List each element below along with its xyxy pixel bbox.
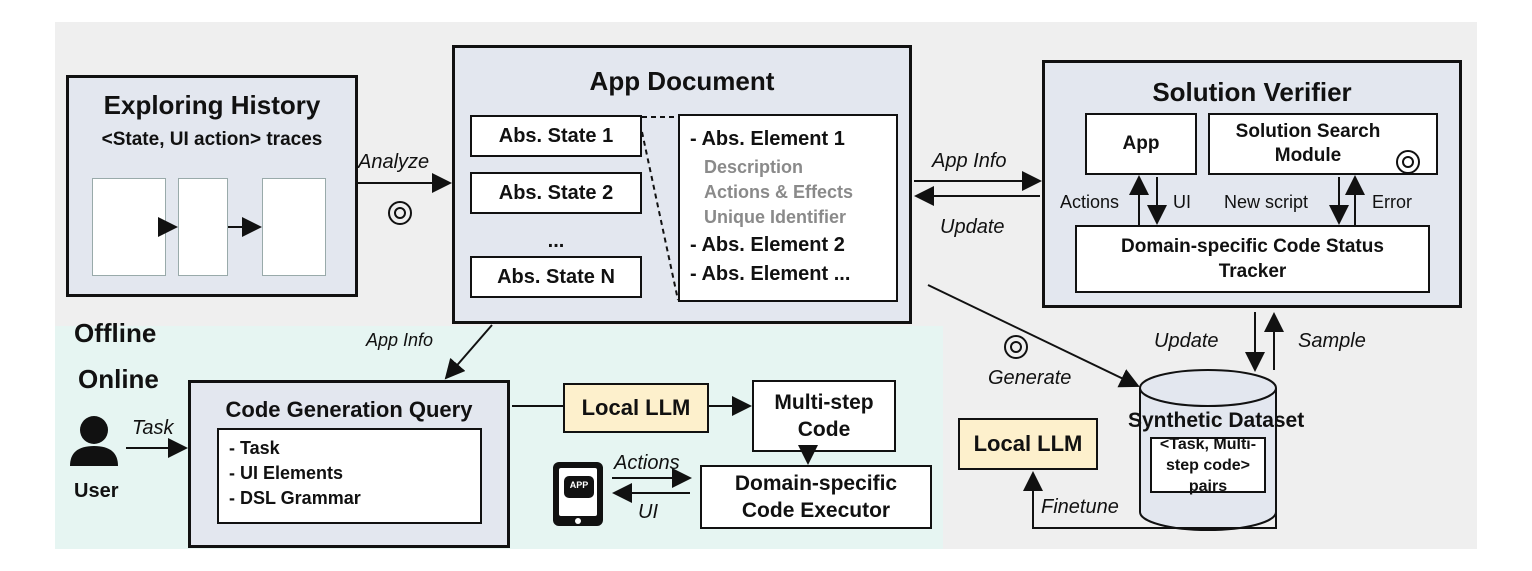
query-item-ui-elements: - UI Elements bbox=[229, 463, 344, 483]
edge-app-info-down: App Info bbox=[366, 330, 434, 350]
edge-sample: Sample bbox=[1298, 330, 1366, 352]
edge-app-info-right: App Info bbox=[932, 150, 1007, 172]
element-description: Description bbox=[704, 157, 804, 177]
user-label: User bbox=[74, 480, 119, 502]
offline-label: Offline bbox=[74, 318, 157, 348]
error-label: Error bbox=[1372, 192, 1412, 212]
code-status-tracker: Domain-specific Code Status Tracker bbox=[1075, 225, 1430, 293]
element-unique-identifier: Unique Identifier bbox=[704, 207, 847, 227]
app-document-title: App Document bbox=[589, 66, 775, 96]
local-llm-offline: Local LLM bbox=[958, 418, 1098, 470]
element-actions-effects: Actions & Effects bbox=[704, 182, 854, 202]
abs-element-box: - Abs. Element 1 Description Actions & E… bbox=[678, 114, 898, 302]
solution-verifier-title: Solution Verifier bbox=[1152, 77, 1352, 107]
openai-icon-analyze bbox=[388, 201, 412, 225]
edge-generate: Generate bbox=[988, 367, 1072, 389]
edge-update-left: Update bbox=[940, 216, 1005, 238]
online-label: Online bbox=[78, 364, 159, 394]
phone-icon bbox=[553, 462, 603, 526]
multi-step-code-box: Multi-step Code bbox=[752, 380, 896, 452]
solution-search-module: Solution Search Module bbox=[1208, 113, 1438, 175]
app-box: App bbox=[1085, 113, 1197, 175]
query-item-dsl-grammar: - DSL Grammar bbox=[229, 488, 361, 508]
ui-label: UI bbox=[1173, 192, 1191, 212]
abs-element-2: - Abs. Element 2 bbox=[690, 234, 845, 256]
screenshot-thumbnail-3 bbox=[262, 178, 326, 276]
openai-icon-search bbox=[1396, 150, 1420, 174]
actions-label: Actions bbox=[1060, 192, 1120, 212]
query-item-task: - Task bbox=[229, 438, 280, 458]
abs-state-2: Abs. State 2 bbox=[470, 172, 642, 214]
edge-ui: UI bbox=[638, 501, 658, 523]
abs-element-more: - Abs. Element ... bbox=[690, 263, 851, 285]
screenshot-thumbnail-2 bbox=[178, 178, 228, 276]
local-llm-online: Local LLM bbox=[563, 383, 709, 433]
exploring-history-subtitle: <State, UI action> traces bbox=[101, 129, 323, 150]
abs-state-ellipsis: ... bbox=[547, 229, 565, 252]
user-icon bbox=[70, 416, 118, 466]
code-generation-title: Code Generation Query bbox=[225, 397, 473, 422]
openai-icon-generate bbox=[1004, 335, 1028, 359]
synthetic-dataset-title: Synthetic Dataset bbox=[1128, 409, 1305, 432]
query-items-box: - Task - UI Elements - DSL Grammar bbox=[217, 428, 482, 524]
abs-state-1: Abs. State 1 bbox=[470, 115, 642, 157]
edge-task: Task bbox=[132, 417, 174, 439]
edge-update-down: Update bbox=[1154, 330, 1219, 352]
edge-analyze: Analyze bbox=[358, 151, 430, 173]
edge-actions: Actions bbox=[614, 452, 680, 474]
abs-state-n: Abs. State N bbox=[470, 256, 642, 298]
phone-app-badge: APP bbox=[569, 480, 589, 490]
exploring-history-title: Exploring History bbox=[103, 90, 321, 120]
abs-element-1: - Abs. Element 1 bbox=[690, 128, 845, 150]
new-script-label: New script bbox=[1224, 192, 1309, 212]
edge-finetune: Finetune bbox=[1041, 496, 1119, 518]
synthetic-dataset-content: <Task, Multi-step code> pairs bbox=[1150, 436, 1266, 495]
code-executor-box: Domain-specific Code Executor bbox=[700, 465, 932, 529]
